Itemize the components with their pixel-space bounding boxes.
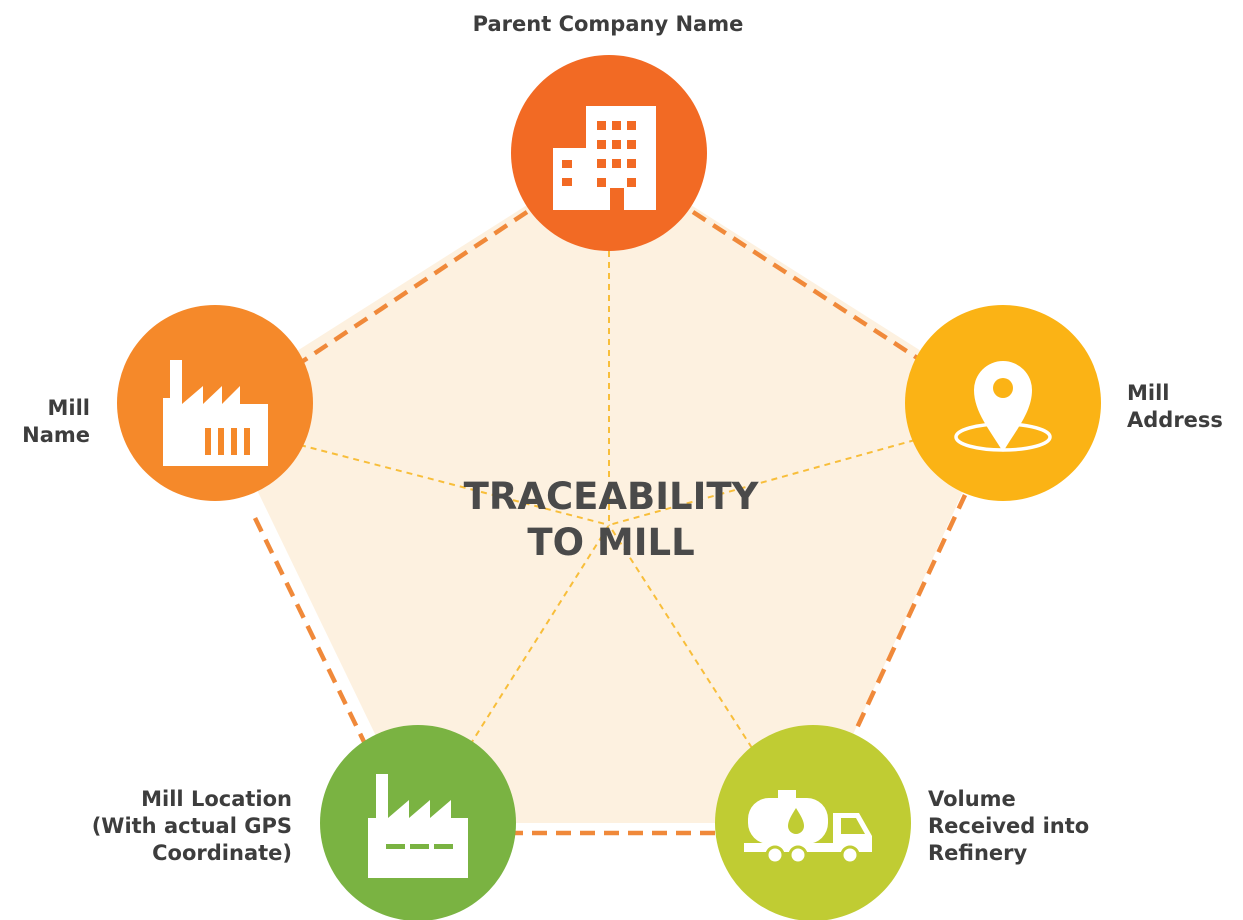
label-volume: Volume Received into Refinery xyxy=(928,787,1090,865)
node-parent-company xyxy=(511,55,707,251)
node-mill-location xyxy=(320,725,516,920)
factory-location-icon xyxy=(368,774,468,878)
factory-icon xyxy=(163,360,268,466)
inner-spokes xyxy=(299,240,916,749)
label-mill-address: Mill Address xyxy=(1127,381,1223,432)
diagram-title-line1: TRACEABILITY xyxy=(463,475,759,518)
node-mill-address xyxy=(905,305,1101,501)
diagram-title-line2: TO MILL xyxy=(527,521,695,564)
diagram-title: TRACEABILITY TO MILL xyxy=(411,474,811,566)
label-mill-name: Mill Name xyxy=(22,396,90,447)
label-mill-location: Mill Location (With actual GPS Coordinat… xyxy=(91,787,292,865)
outer-edges xyxy=(252,210,968,836)
node-mill-name xyxy=(117,305,313,501)
building-icon xyxy=(553,106,656,210)
label-parent-company: Parent Company Name xyxy=(472,12,744,36)
tanker-truck-icon xyxy=(744,790,872,865)
node-volume xyxy=(715,725,911,920)
location-pin-icon xyxy=(954,361,1052,452)
